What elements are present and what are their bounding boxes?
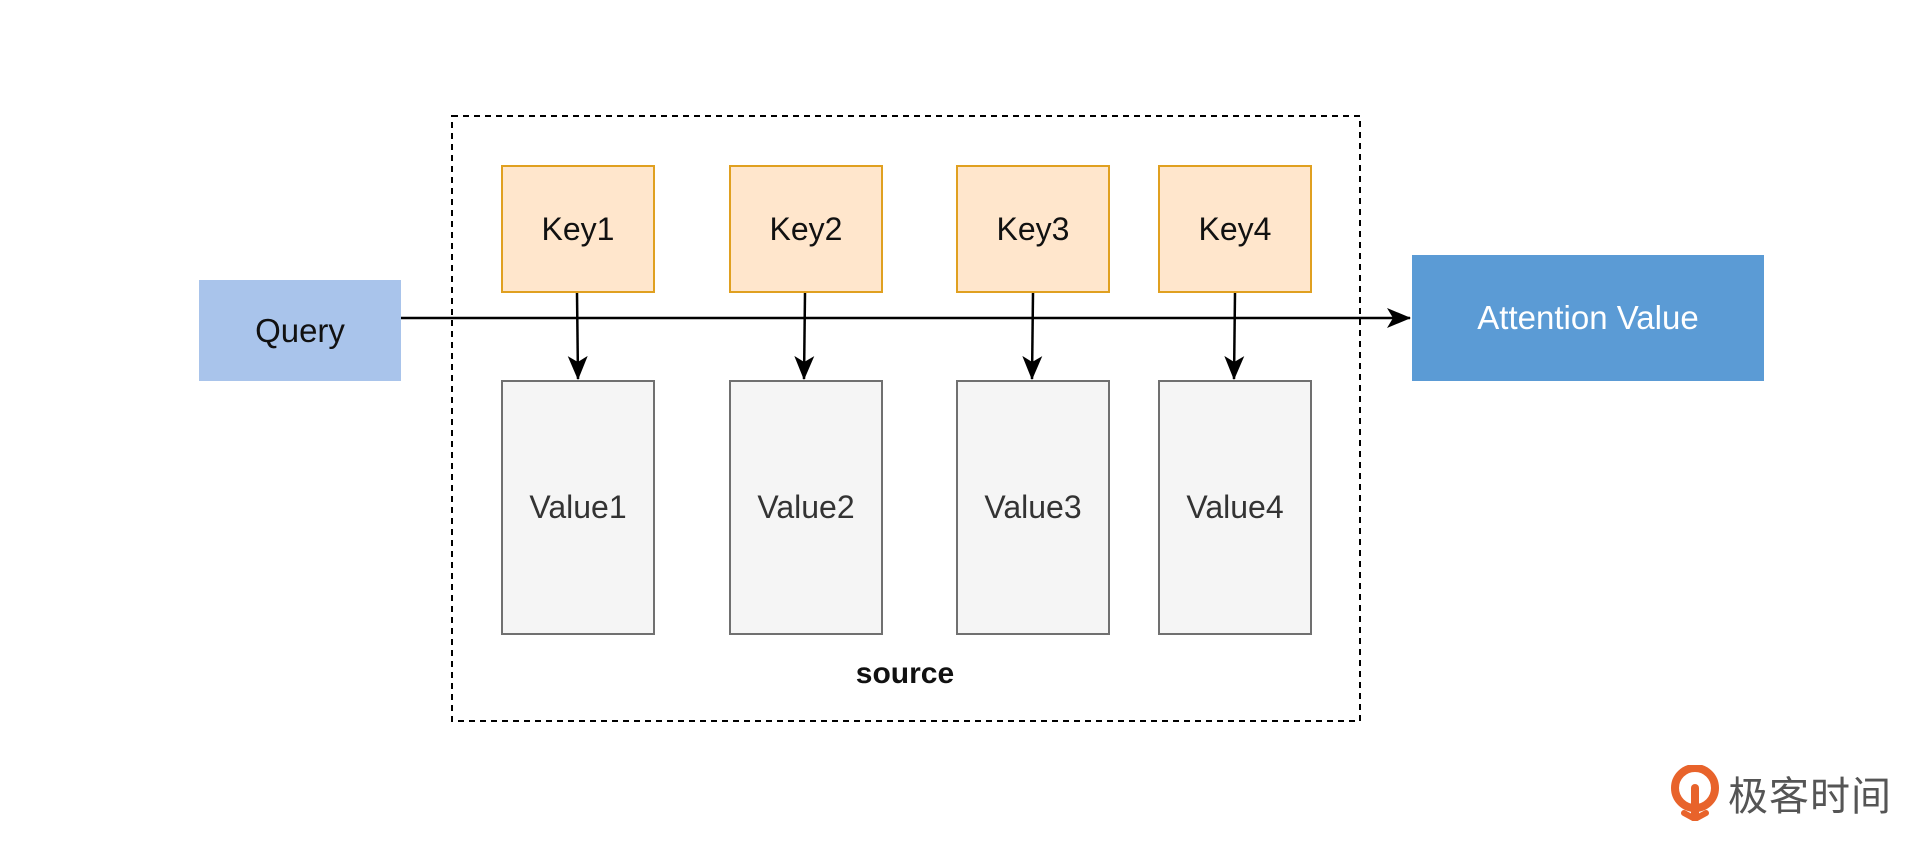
key4-box: Key4	[1158, 165, 1312, 293]
value1-box: Value1	[501, 380, 655, 635]
key4-label: Key4	[1198, 210, 1272, 247]
key1-label: Key1	[541, 210, 615, 247]
key2-label: Key2	[769, 210, 843, 247]
value3-box: Value3	[956, 380, 1110, 635]
key4-to-value4-arrow	[1224, 292, 1245, 380]
value3-label: Value3	[984, 489, 1082, 525]
brand-logo-icon	[1671, 765, 1719, 821]
value4-label: Value4	[1186, 489, 1284, 525]
key3-label: Key3	[996, 210, 1070, 247]
brand-logo: 极客时间	[1670, 764, 1892, 822]
source-group-label: source	[855, 657, 955, 690]
key3-to-value3-arrow	[1022, 292, 1043, 380]
key2-box: Key2	[729, 165, 883, 293]
query-box: Query	[199, 280, 401, 381]
query-label: Query	[255, 311, 345, 349]
key3-box: Key3	[956, 165, 1110, 293]
brand-logo-text: 极客时间	[1728, 775, 1892, 819]
key1-box: Key1	[501, 165, 655, 293]
value1-label: Value1	[529, 489, 627, 525]
source-group-border	[451, 115, 1361, 722]
value2-box: Value2	[729, 380, 883, 635]
value2-label: Value2	[757, 489, 855, 525]
value4-box: Value4	[1158, 380, 1312, 635]
attention-value-box: Attention Value	[1412, 255, 1764, 381]
key1-to-value1-arrow	[567, 292, 588, 380]
key2-to-value2-arrow	[794, 292, 815, 380]
attention-value-label: Attention Value	[1477, 299, 1699, 336]
